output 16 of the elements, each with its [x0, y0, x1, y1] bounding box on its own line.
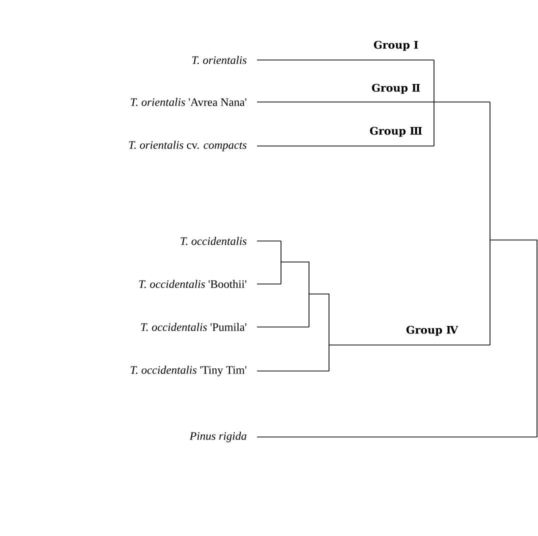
group-label: Group Ⅲ — [370, 126, 422, 137]
branch-line — [256, 370, 330, 372]
branch-line — [256, 436, 538, 438]
group-label: Group Ⅰ — [374, 40, 418, 51]
group-label: Group Ⅳ — [406, 326, 458, 336]
branch-line — [256, 240, 282, 242]
leaf-label: T. orientalis — [192, 56, 246, 64]
branch-line — [256, 326, 310, 328]
leaf-label: T. orientalis cv. compacts — [129, 140, 246, 152]
leaf-label: T. occidentalis 'Tiny Tim' — [130, 366, 246, 376]
leaf-label: T. occidentalis 'Boothii' — [139, 280, 246, 288]
group-label: Group Ⅱ — [372, 84, 420, 94]
leaf-label: Pinus rigida — [190, 432, 246, 442]
leaf-label: T. occidentalis — [180, 236, 246, 246]
leaf-label: T. orientalis 'Avrea Nana' — [130, 98, 246, 106]
leaf-label: T. occidentalis 'Pumila' — [141, 322, 246, 332]
